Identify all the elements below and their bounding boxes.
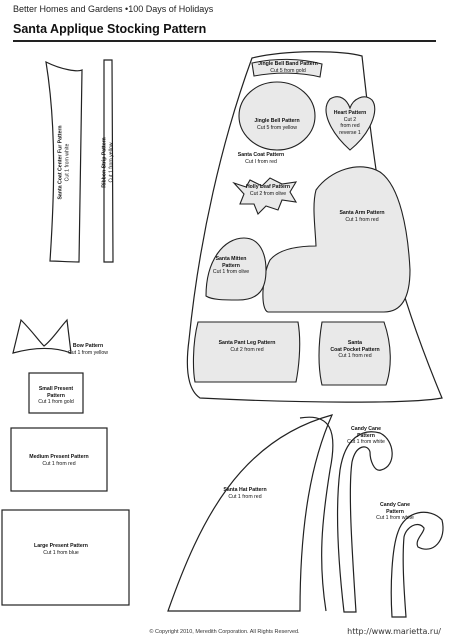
heart-name: Heart Pattern — [333, 110, 367, 116]
small-present-name: Small Present Pattern — [38, 386, 74, 399]
jingle-bell-band-shape — [251, 58, 323, 78]
candy-cane-1-name-1: Candy Cane — [351, 426, 381, 432]
heart-shape — [325, 96, 376, 151]
santa-pant-leg-shape — [192, 321, 301, 383]
ribbon-strip-shape — [103, 59, 114, 263]
heart-reverse: reverse 1 — [339, 129, 361, 136]
santa-mitten-shape — [205, 237, 267, 301]
coat-pocket-name-1: Santa — [347, 340, 363, 346]
jingle-bell-cut: Cut 5 from yellow — [256, 124, 298, 131]
santa-hat-cut: Cut 1 from red — [228, 493, 262, 500]
santa-hat-name: Santa Hat Pattern — [223, 487, 267, 493]
jingle-bell-band-name: Jingle Bell Band Pattern — [258, 61, 318, 67]
santa-pant-leg-cut: Cut 2 from red — [230, 346, 264, 353]
large-present-name: Large Present Pattern — [34, 543, 88, 549]
candy-cane-2-name-1: Candy Cane — [380, 502, 410, 508]
jingle-bell-label: Jingle Bell Pattern Cut 5 from yellow — [244, 118, 310, 131]
large-present-shape — [1, 509, 130, 606]
large-present-cut: Cut 1 from blue — [43, 549, 79, 556]
medium-present-cut: Cut 1 from red — [42, 460, 76, 467]
hat-tip-shape — [299, 416, 334, 612]
coat-pocket-label: Santa Coat Pocket Pattern Cut 1 from red — [322, 340, 388, 360]
bow-name: Bow Pattern — [72, 343, 104, 349]
bow-shape — [12, 318, 72, 354]
santa-mitten-cut: Cut 1 from olive — [212, 269, 250, 275]
small-present-cut: Cut 1 from gold — [38, 399, 74, 405]
coat-fur-name: Santa Coat Center Fur Pattern — [57, 125, 64, 200]
holly-leaf-shape — [232, 177, 298, 215]
medium-present-label: Medium Present Pattern Cut 1 from red — [14, 454, 104, 467]
heart-label: Heart Pattern Cut 2 from red reverse 1 — [330, 110, 370, 136]
heart-cut: Cut 2 — [343, 116, 357, 123]
medium-present-name: Medium Present Pattern — [29, 454, 89, 460]
holly-leaf-cut: Cut 2 from olive — [249, 190, 287, 197]
coat-pocket-name-2: Coat Pocket Pattern — [330, 346, 380, 353]
santa-hat-shape — [167, 414, 334, 612]
santa-coat-cut: Cut I from red — [245, 158, 277, 165]
candy-cane-2-name-2: Pattern — [386, 508, 404, 515]
holly-leaf-name: Holly Leaf Pattern — [245, 184, 291, 190]
ribbon-strip-cut: Cut 1 from yellow — [108, 142, 114, 183]
holly-leaf-label: Holly Leaf Pattern Cut 2 from olive — [240, 184, 296, 197]
candy-cane-1-cut: Cut 1 from white — [347, 439, 385, 445]
santa-pant-leg-name: Santa Pant Leg Pattern — [218, 340, 276, 346]
coat-fur-label: Santa Coat Center Fur Pattern Cut 1 from… — [58, 123, 71, 203]
watermark-link[interactable]: http://www.marietta.ru/ — [347, 627, 441, 636]
stocking-outline — [186, 51, 443, 403]
large-present-label: Large Present Pattern Cut 1 from blue — [6, 543, 116, 556]
ribbon-strip-label: Ribbon Strip Pattern Cut 1 from yellow — [102, 123, 115, 203]
santa-arm-shape — [262, 166, 411, 313]
title-rule — [13, 40, 436, 42]
small-present-label: Small Present Pattern Cut 1 from gold — [30, 386, 82, 406]
santa-pant-leg-label: Santa Pant Leg Pattern Cut 2 from red — [202, 340, 292, 353]
heart-color: from red — [340, 123, 360, 129]
coat-fur-shape — [45, 60, 83, 263]
candy-cane-2-shape — [390, 511, 444, 618]
santa-mitten-label: Santa Mitten Pattern Cut 1 from olive — [204, 256, 258, 276]
page-title: Santa Applique Stocking Pattern — [13, 22, 207, 36]
candy-cane-1-name-2: Pattern — [357, 432, 375, 439]
santa-hat-label: Santa Hat Pattern Cut 1 from red — [212, 487, 278, 500]
coat-fur-cut: Cut 1 from white — [64, 143, 70, 182]
jingle-bell-band-cut: Cut 5 from gold — [270, 67, 306, 74]
small-present-shape — [28, 372, 84, 414]
santa-coat-label: Santa Coat Pattern Cut I from red — [228, 152, 294, 165]
publication-name: Better Homes and Gardens •100 Days of Ho… — [13, 4, 214, 14]
copyright-notice: © Copyright 2010, Meredith Corporation. … — [149, 629, 300, 635]
candy-cane-1-label: Candy Cane Pattern Cut 1 from white — [338, 426, 394, 446]
santa-coat-name: Santa Coat Pattern — [237, 152, 285, 158]
coat-pocket-cut: Cut 1 from red — [338, 353, 372, 359]
jingle-bell-name: Jingle Bell Pattern — [254, 118, 300, 124]
santa-arm-name: Santa Arm Pattern — [339, 210, 385, 216]
bow-cut: Cut 1 from yellow — [67, 349, 109, 356]
jingle-bell-shape — [238, 81, 316, 151]
santa-mitten-name-2: Pattern — [222, 262, 240, 269]
santa-mitten-name-1: Santa Mitten — [215, 256, 247, 262]
medium-present-shape — [10, 427, 108, 492]
santa-arm-label: Santa Arm Pattern Cut 1 from red — [330, 210, 394, 223]
santa-arm-cut: Cut 1 from red — [345, 216, 379, 223]
candy-cane-1-shape — [336, 431, 393, 613]
candy-cane-2-label: Candy Cane Pattern Cut 1 from white — [364, 502, 426, 522]
bow-label: Bow Pattern Cut 1 from yellow — [52, 343, 124, 356]
candy-cane-2-cut: Cut 1 from white — [376, 515, 414, 521]
jingle-bell-band-label: Jingle Bell Band Pattern Cut 5 from gold — [254, 61, 322, 74]
coat-pocket-shape — [318, 321, 391, 386]
